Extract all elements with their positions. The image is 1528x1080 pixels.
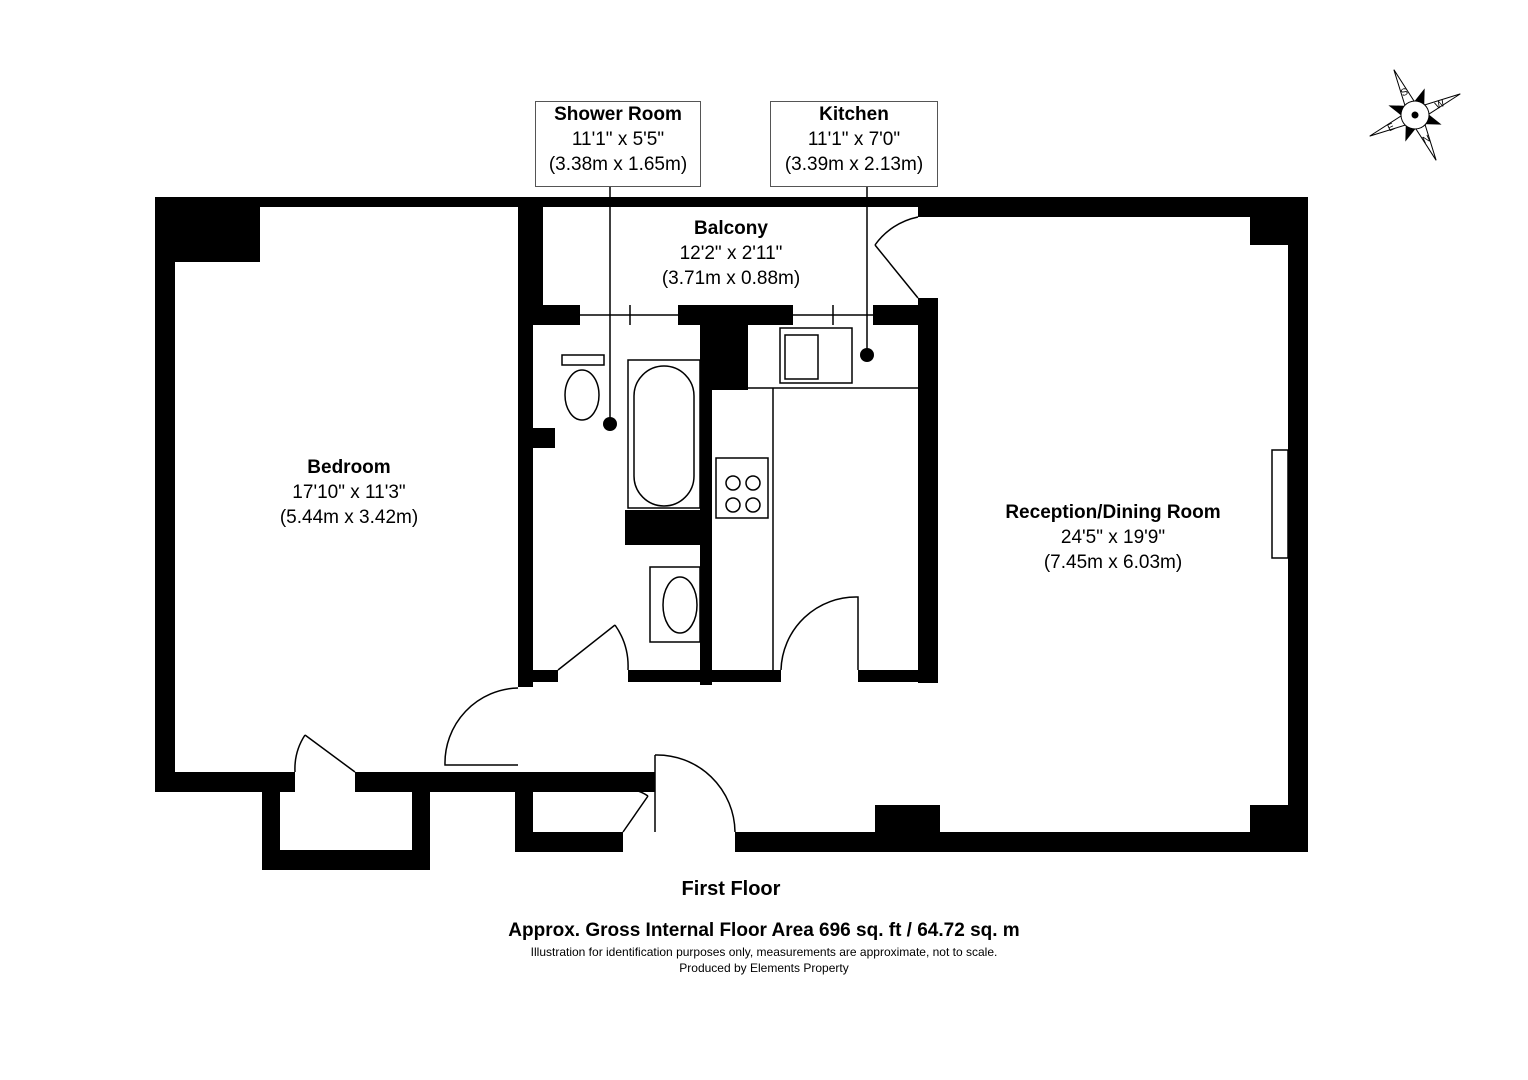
room-name: Bedroom bbox=[307, 457, 391, 478]
compass-s: S bbox=[1399, 86, 1410, 99]
bedroom-label: Bedroom 17'10" x 11'3" (5.44m x 3.42m) bbox=[280, 455, 418, 530]
floor-title: First Floor bbox=[681, 878, 781, 900]
room-metric: (7.45m x 6.03m) bbox=[1043, 552, 1183, 573]
room-metric: (3.38m x 1.65m) bbox=[548, 154, 688, 175]
room-name: Shower Room bbox=[554, 104, 682, 125]
room-imperial: 11'1" x 5'5" bbox=[571, 129, 665, 150]
room-name: Balcony bbox=[694, 218, 768, 239]
disclaimer: Illustration for identification purposes… bbox=[530, 945, 998, 959]
fixtures bbox=[288, 185, 1289, 833]
room-imperial: 17'10" x 11'3" bbox=[292, 482, 406, 503]
room-name: Reception/Dining Room bbox=[1005, 502, 1221, 523]
room-metric: (3.71m x 0.88m) bbox=[661, 268, 801, 289]
room-metric: (5.44m x 3.42m) bbox=[279, 507, 419, 528]
room-imperial: 24'5" x 19'9" bbox=[1060, 527, 1166, 548]
floor-area: Approx. Gross Internal Floor Area 696 sq… bbox=[508, 920, 1020, 941]
walls bbox=[155, 197, 1308, 870]
balcony-label: Balcony 12'2" x 2'11" (3.71m x 0.88m) bbox=[662, 216, 800, 291]
compass-rose-icon: S E W N bbox=[1369, 69, 1461, 161]
shower-room-label: Shower Room 11'1" x 5'5" (3.38m x 1.65m) bbox=[535, 101, 701, 187]
room-metric: (3.39m x 2.13m) bbox=[784, 154, 924, 175]
room-name: Kitchen bbox=[819, 104, 889, 125]
room-imperial: 11'1" x 7'0" bbox=[807, 129, 901, 150]
compass-e: E bbox=[1386, 121, 1397, 134]
kitchen-label: Kitchen 11'1" x 7'0" (3.39m x 2.13m) bbox=[770, 101, 938, 187]
kitchen-marker bbox=[860, 348, 874, 362]
reception-label: Reception/Dining Room 24'5" x 19'9" (7.4… bbox=[1005, 500, 1220, 575]
room-imperial: 12'2" x 2'11" bbox=[679, 243, 783, 264]
shower-room-marker bbox=[603, 417, 617, 431]
compass-n: N bbox=[1421, 133, 1432, 146]
credit: Produced by Elements Property bbox=[679, 961, 849, 975]
